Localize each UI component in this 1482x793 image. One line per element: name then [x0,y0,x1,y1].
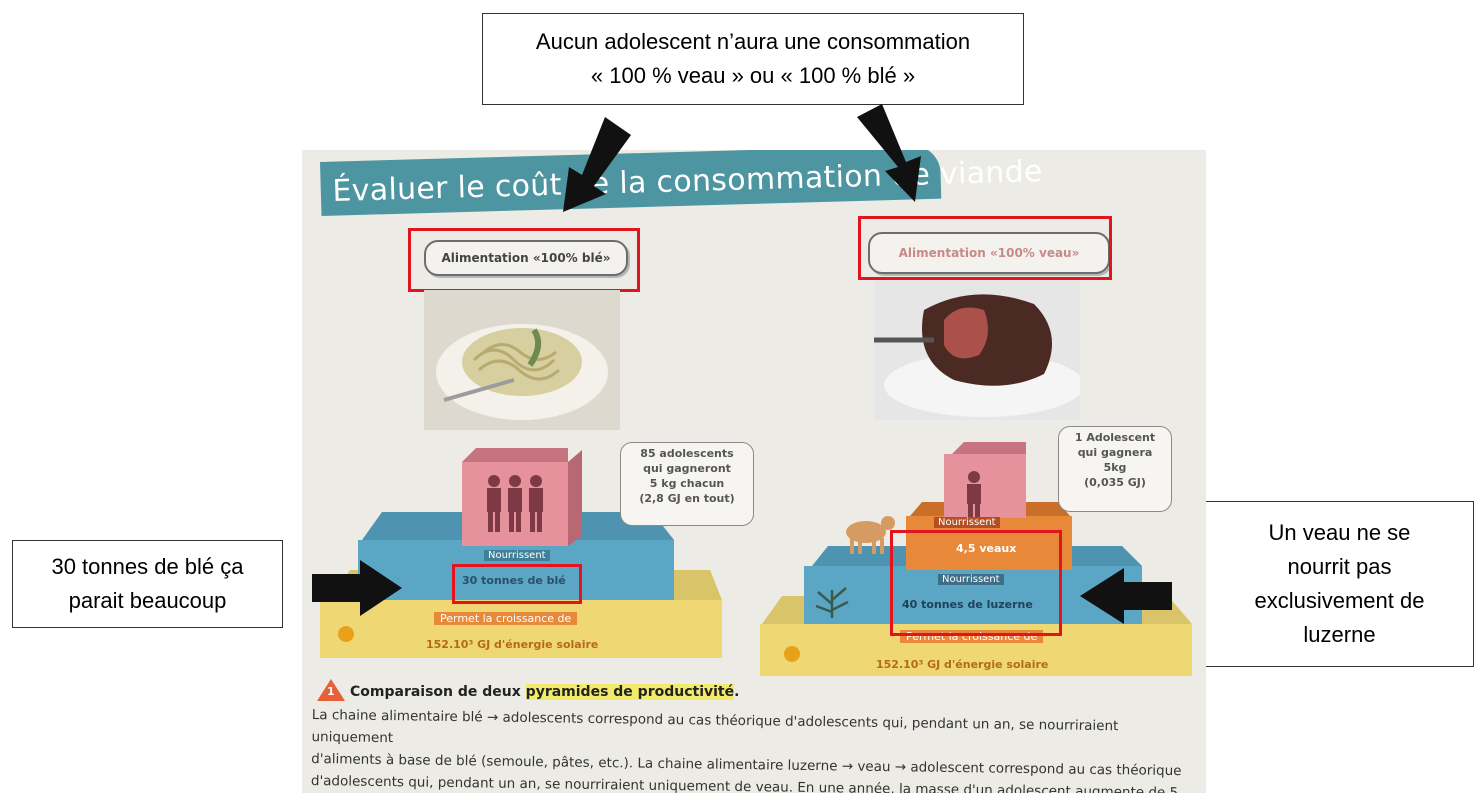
caption-title-highlight: pyramides de productivité [526,684,734,700]
left-note-line-2: qui gagneront [625,461,749,476]
caption-title-end: . [734,684,739,700]
callout-left-line-2: parait beaucoup [51,584,243,618]
left-level-3: 152.10³ GJ d'énergie solaire [426,638,598,651]
right-note-line-1: 1 Adolescent [1063,430,1167,445]
callout-left-line-1: 30 tonnes de blé ça [51,550,243,584]
caption-title: Comparaison de deux pyramides de product… [350,684,739,700]
textbook-photo: Évaluer le coût de la consommation de vi… [302,150,1206,793]
highlight-30-tonnes [452,564,582,604]
plant-icon [810,580,854,620]
caption-number: 1 [327,685,335,698]
right-level-4: 152.10³ GJ d'énergie solaire [876,658,1048,671]
people-icon [480,472,550,534]
callout-right-line-3: exclusivement de [1255,584,1425,618]
right-link-1: Nourrissent [934,517,1000,528]
callout-right-line-2: nourrit pas [1255,550,1425,584]
callout-right: Un veau ne se nourrit pas exclusivement … [1205,501,1474,667]
sun-icon [338,626,354,642]
sun-icon [784,646,800,662]
right-note-line-4: (0,035 GJ) [1063,475,1167,490]
right-note-line-3: 5kg [1063,460,1167,475]
left-link-2: Permet la croissance de [434,612,577,625]
left-link-1: Nourrissent [484,550,550,561]
callout-top: Aucun adolescent n’aura une consommation… [482,13,1024,105]
caption-body: La chaine alimentaire blé → adolescents … [310,704,1191,793]
highlight-label-veau [858,216,1112,280]
highlight-label-ble [408,228,640,292]
callout-left: 30 tonnes de blé ça parait beaucoup [12,540,283,628]
right-top-note: 1 Adolescent qui gagnera 5kg (0,035 GJ) [1058,426,1172,512]
left-note-line-3: 5 kg chacun [625,476,749,491]
pasta-photo [424,290,620,430]
left-top-note: 85 adolescents qui gagneront 5 kg chacun… [620,442,754,526]
calf-icon [840,512,896,556]
caption-title-start: Comparaison de deux [350,684,526,700]
callout-right-line-4: luzerne [1255,618,1425,652]
adolescent-icon [962,470,986,522]
left-note-line-4: (2,8 GJ en tout) [625,491,749,506]
callout-top-line-1: Aucun adolescent n’aura une consommation [536,25,970,59]
left-note-line-1: 85 adolescents [625,446,749,461]
steak-photo [874,280,1080,420]
right-note-line-2: qui gagnera [1063,445,1167,460]
callout-top-line-2: « 100 % veau » ou « 100 % blé » [536,59,970,93]
highlight-veau-luzerne [890,530,1062,636]
callout-right-line-1: Un veau ne se [1255,516,1425,550]
